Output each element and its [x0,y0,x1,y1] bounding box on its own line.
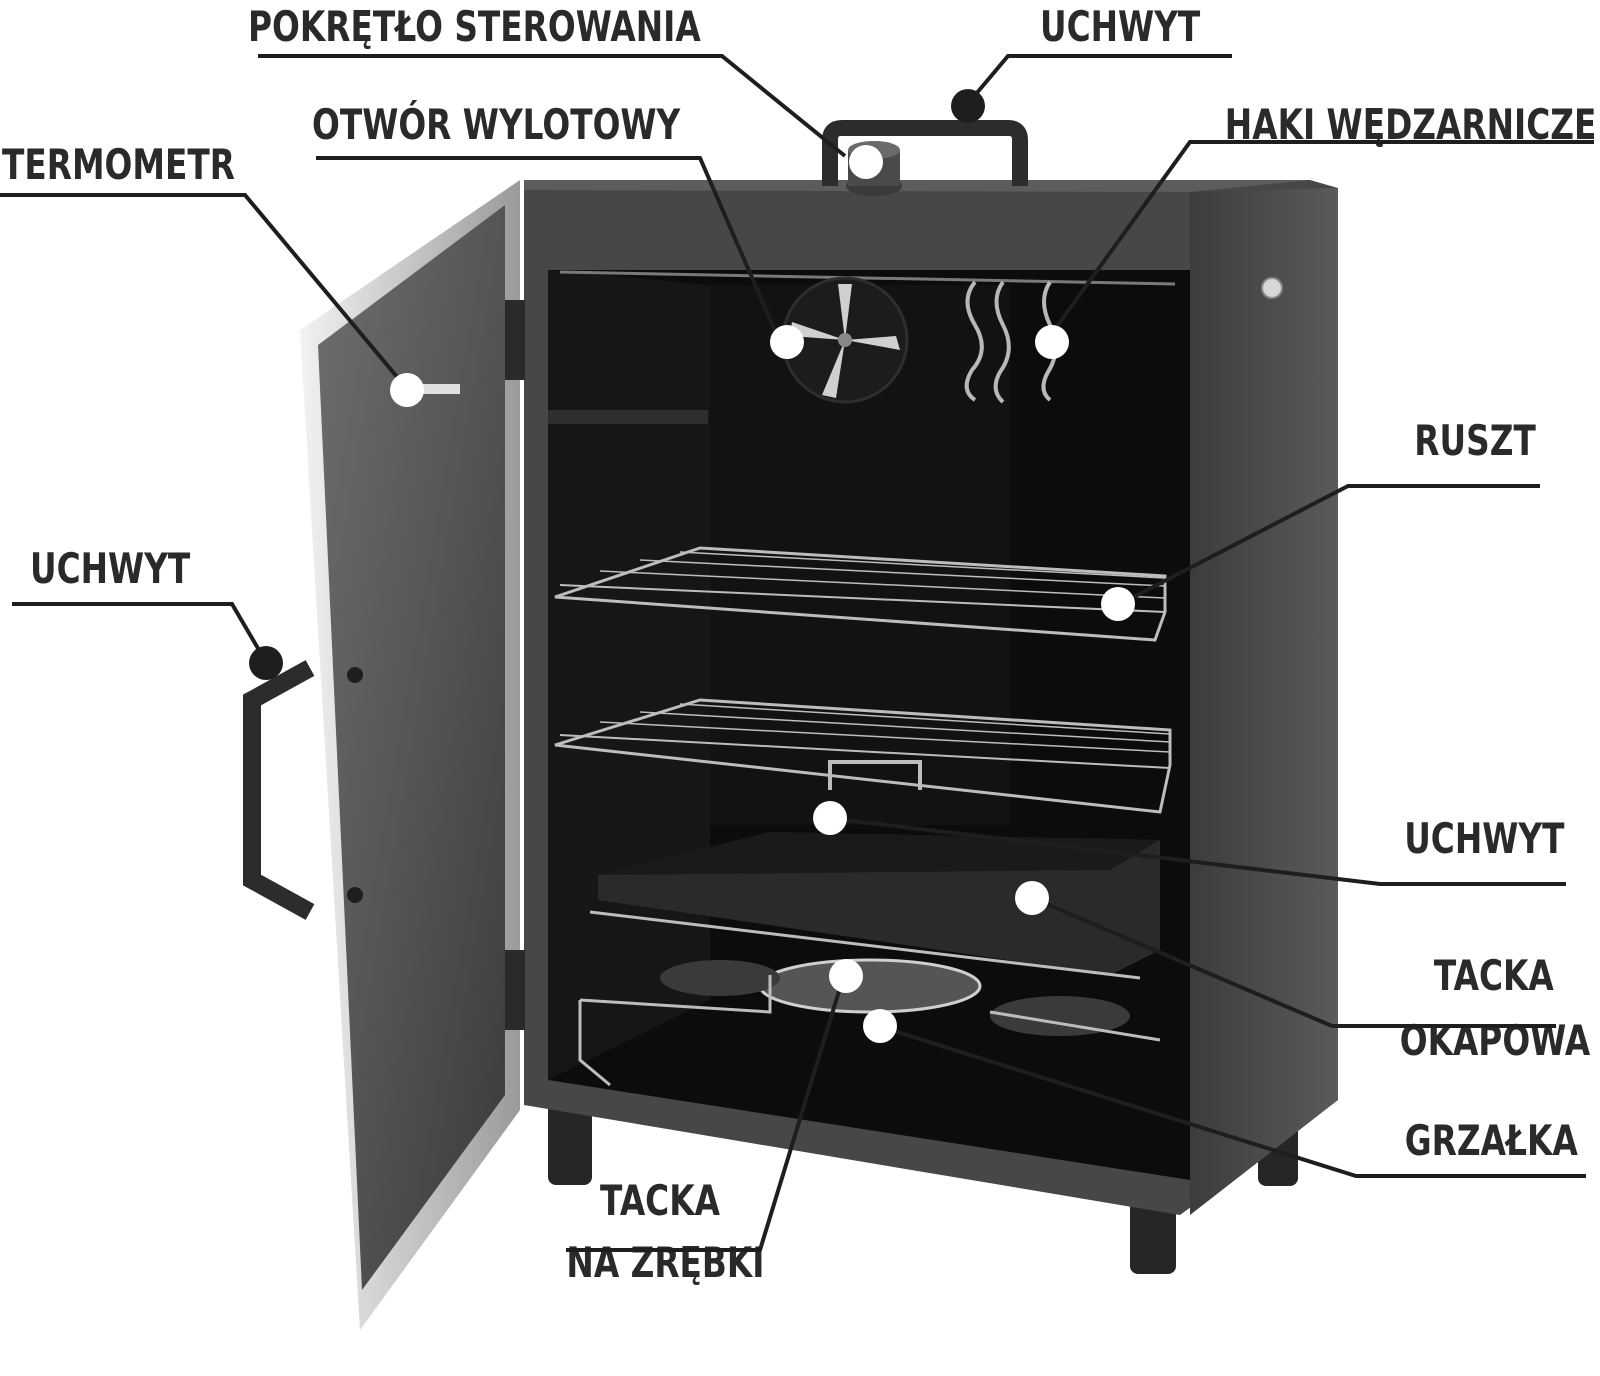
leader-lines [0,54,1594,1252]
grates [554,546,1172,814]
label-side-handle: UCHWYT [30,544,191,593]
label-top-handle: UCHWYT [1040,2,1201,51]
open-door [300,180,525,1330]
label-chip-tray-1: TACKA [600,1176,720,1225]
label-thermometer: TERMOMETR [2,140,235,189]
label-drip-tray-1: TACKA [1434,951,1554,1000]
chip-tray-and-heater [578,958,1161,1087]
side-handle [243,660,315,920]
label-exhaust-vent: OTWÓR WYLOTOWY [312,100,681,149]
label-tray-handle: UCHWYT [1403,814,1564,863]
label-smoking-hooks: HAKI WĘDZARNICZE [1224,100,1596,149]
label-control-knob: POKRĘTŁO STEROWANIA [248,2,701,51]
markers [249,89,1135,1043]
cabinet [524,180,1338,1215]
label-grate: RUSZT [1414,416,1536,465]
label-heater: GRZAŁKA [1404,1116,1578,1165]
